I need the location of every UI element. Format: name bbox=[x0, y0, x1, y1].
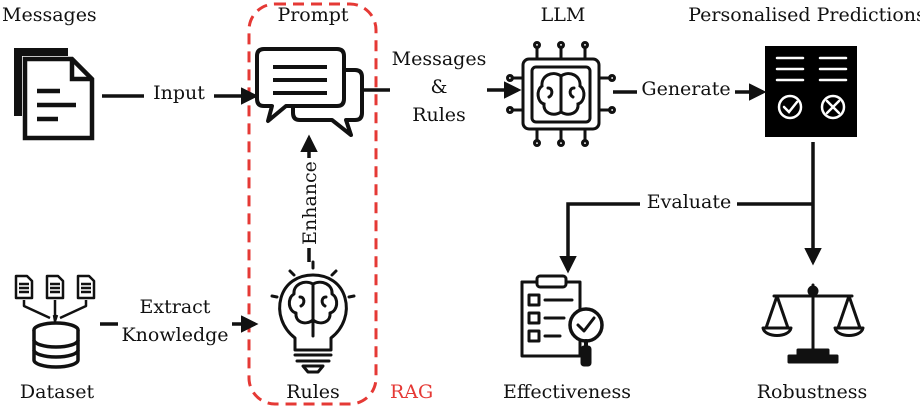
rag-boundary-box bbox=[247, 2, 378, 406]
node-label-prompt: Prompt bbox=[277, 4, 348, 26]
edge-label-knowledge: Knowledge bbox=[121, 324, 228, 346]
node-label-dataset: Dataset bbox=[20, 381, 95, 403]
database-icon bbox=[14, 274, 96, 369]
connectors bbox=[100, 81, 822, 333]
node-label-llm: LLM bbox=[541, 4, 586, 26]
node-label-effectiveness: Effectiveness bbox=[503, 381, 631, 403]
node-label-predictions: Personalised Predictions bbox=[688, 4, 920, 26]
node-label-robustness: Robustness bbox=[757, 381, 868, 403]
rag-label: RAG bbox=[390, 381, 433, 403]
edge-evaluate bbox=[568, 202, 813, 270]
prediction-card-icon bbox=[765, 46, 857, 137]
edge-label-generate: Generate bbox=[641, 78, 730, 100]
edge-label-rules: Rules bbox=[412, 104, 466, 126]
document-stack-icon bbox=[14, 48, 95, 141]
edge-label-evaluate: Evaluate bbox=[647, 191, 731, 213]
edge-label-extract: Extract bbox=[140, 296, 211, 318]
chat-bubbles-icon bbox=[255, 47, 364, 137]
node-label-rules: Rules bbox=[286, 381, 340, 403]
edge-label-ampersand: & bbox=[431, 76, 448, 98]
balance-scale-icon bbox=[761, 283, 865, 364]
edge-label-messages: Messages bbox=[392, 48, 487, 70]
node-label-messages: Messages bbox=[2, 4, 97, 26]
checklist-magnifier-icon bbox=[520, 274, 604, 367]
edge-label-input: Input bbox=[153, 82, 205, 104]
edge-label-enhance: Enhance bbox=[299, 161, 321, 245]
brain-chip-icon bbox=[506, 41, 616, 147]
brain-lightbulb-icon bbox=[270, 260, 356, 374]
